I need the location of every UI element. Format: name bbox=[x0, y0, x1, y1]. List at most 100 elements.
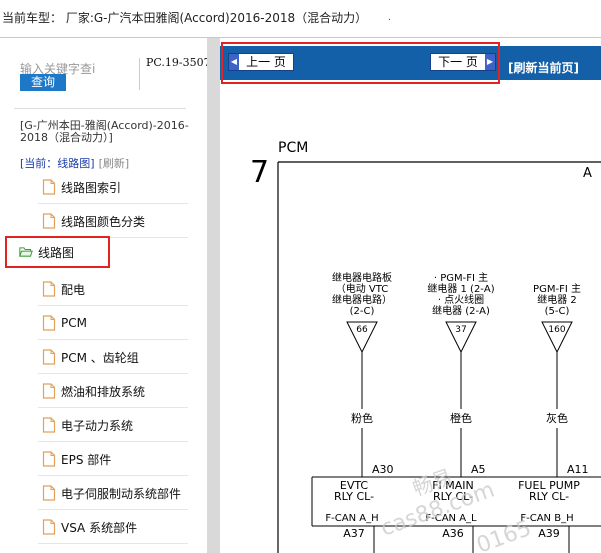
page-number: 7 bbox=[250, 155, 269, 190]
tree-item-label: PCM bbox=[61, 316, 87, 330]
sidebar-divider bbox=[14, 108, 186, 109]
relay-pin-number: 37 bbox=[455, 325, 466, 335]
current-section-label: [当前：线路图] bbox=[20, 157, 95, 170]
relay-connector-symbol bbox=[445, 321, 477, 354]
tree-item[interactable]: PCM 、齿轮组 bbox=[42, 340, 139, 374]
tree-item[interactable]: EPS 部件 bbox=[42, 442, 111, 476]
pcm-signal-label: RLY CL- bbox=[334, 490, 374, 503]
tree-item-divider bbox=[38, 305, 188, 306]
relay-label-line: 继电器 (2-A) bbox=[432, 304, 490, 317]
can-line-label: F-CAN A_L bbox=[425, 513, 477, 524]
next-page-button[interactable]: 下一 页 ▶ bbox=[430, 53, 496, 71]
tree-item[interactable]: VSA 系统部件 bbox=[42, 510, 137, 544]
document-icon bbox=[42, 281, 56, 297]
nav-highlight-box bbox=[221, 42, 500, 84]
pcm-signal-label: FI MAIN bbox=[432, 479, 474, 492]
relay-pin-number: 160 bbox=[548, 325, 565, 335]
tree-item[interactable]: 配电 bbox=[42, 272, 85, 306]
pcm-signal-label: RLY CL- bbox=[529, 490, 569, 503]
tree-item-divider bbox=[38, 373, 188, 374]
bottom-pin-label: A36 bbox=[442, 527, 464, 540]
tree-item-divider bbox=[38, 203, 188, 204]
pcm-pin-label: A30 bbox=[372, 463, 394, 476]
can-line-label: F-CAN A_H bbox=[325, 513, 378, 524]
document-icon bbox=[42, 179, 56, 195]
tree-item-label: 线路图颜色分类 bbox=[61, 214, 146, 229]
tree-item[interactable]: 线路图 bbox=[5, 236, 110, 268]
current-vehicle-label: 当前车型： 厂家:G-广汽本田雅阁(Accord)2016-2018（混合动力） bbox=[2, 11, 368, 25]
folder-open-icon bbox=[19, 247, 33, 257]
tree-item-divider bbox=[38, 339, 188, 340]
pcm-signal-label: EVTC bbox=[340, 479, 369, 492]
relay-label-line: （电动 VTC bbox=[336, 282, 389, 295]
tree-item-label: 燃油和排放系统 bbox=[61, 384, 146, 399]
tree-item-divider bbox=[38, 543, 188, 544]
document-icon bbox=[42, 349, 56, 365]
relay-label-line: (5-C) bbox=[545, 306, 570, 317]
wire-color-label: 灰色 bbox=[546, 411, 568, 425]
relay-pin-number: 66 bbox=[356, 325, 368, 335]
prev-page-label: 上一 页 bbox=[246, 55, 286, 69]
relay-label-line: 继电器电路板 bbox=[332, 271, 392, 284]
relay-label-line: · PGM-FI 主 bbox=[434, 272, 488, 284]
tree-item[interactable]: 线路图颜色分类 bbox=[42, 204, 145, 238]
relay-label-line: 继电器电路） bbox=[332, 293, 392, 306]
document-icon bbox=[42, 519, 56, 535]
refresh-link[interactable]: [刷新] bbox=[98, 157, 130, 170]
pcm-signal-label: RLY CL- bbox=[433, 490, 473, 503]
tree-item-label: 配电 bbox=[61, 282, 86, 297]
relay-connector-symbol bbox=[541, 321, 573, 354]
search-divider bbox=[139, 58, 140, 90]
relay-label-line: 继电器 1 (2-A) bbox=[427, 282, 494, 295]
tree-item-label: PCM 、齿轮组 bbox=[61, 350, 139, 365]
tree-item[interactable]: 电子伺服制动系统部件 bbox=[42, 476, 181, 510]
tree-item-label: 电子伺服制动系统部件 bbox=[61, 486, 182, 501]
document-icon bbox=[42, 213, 56, 229]
tree-item-label: 线路图 bbox=[38, 245, 75, 260]
pane-splitter[interactable] bbox=[207, 38, 220, 553]
relay-connector-symbol bbox=[346, 321, 378, 354]
tree-item[interactable]: 燃油和排放系统 bbox=[42, 374, 145, 408]
pcm-signal-label: FUEL PUMP bbox=[518, 479, 580, 492]
tree-item-label: 电子动力系统 bbox=[61, 418, 134, 433]
search-input[interactable] bbox=[20, 62, 128, 76]
top-bar: 当前车型： 厂家:G-广汽本田雅阁(Accord)2016-2018（混合动力）… bbox=[0, 0, 601, 38]
tree-item[interactable]: PCM bbox=[42, 306, 87, 340]
refresh-page-link[interactable]: [刷新当前页] bbox=[508, 61, 579, 75]
vehicle-info: [G-广州本田-雅阁(Accord)-2016-2018（混合动力）] bbox=[20, 119, 189, 144]
arrow-right-icon: ▶ bbox=[485, 54, 495, 70]
wire-color-label: 橙色 bbox=[450, 411, 472, 425]
document-icon bbox=[42, 451, 56, 467]
can-line-label: F-CAN B_H bbox=[520, 513, 573, 524]
sidebar: 查询 PC.19-3507 [G-广州本田-雅阁(Accord)-2016-20… bbox=[0, 38, 207, 553]
wire-color-label: 粉色 bbox=[351, 411, 373, 425]
tree-item[interactable]: 电子动力系统 bbox=[42, 408, 133, 442]
section-letter: A bbox=[583, 166, 592, 181]
tree-item-divider bbox=[38, 475, 188, 476]
relay-label-line: 继电器 2 bbox=[537, 293, 577, 306]
relay-label-line: · 点火线圈 bbox=[438, 293, 484, 306]
relay-label-line: (2-C) bbox=[350, 306, 375, 317]
next-page-label: 下一 页 bbox=[438, 55, 478, 69]
query-button[interactable]: 查询 bbox=[20, 74, 66, 91]
tree-item-label: 线路图索引 bbox=[61, 180, 122, 195]
bottom-pin-label: A37 bbox=[343, 527, 365, 540]
arrow-left-icon: ◀ bbox=[229, 54, 239, 70]
prev-page-button[interactable]: ◀ 上一 页 bbox=[228, 53, 294, 71]
component-name: PCM bbox=[278, 140, 308, 156]
tree-item-label: EPS 部件 bbox=[61, 452, 112, 467]
watermark-text: 0165 bbox=[474, 516, 535, 553]
current-location: [当前：线路图][刷新] bbox=[20, 155, 129, 171]
pcm-pin-label: A5 bbox=[471, 463, 486, 476]
page-nav-bar: ◀ 上一 页 下一 页 ▶ [刷新当前页] bbox=[220, 46, 601, 80]
bottom-pin-label: A39 bbox=[538, 527, 560, 540]
tree-item-divider bbox=[38, 407, 188, 408]
document-icon bbox=[42, 485, 56, 501]
relay-label-line: PGM-FI 主 bbox=[533, 283, 581, 295]
tree-item-divider bbox=[38, 509, 188, 510]
tree-item-divider bbox=[38, 237, 188, 238]
header-dot: . bbox=[388, 13, 391, 23]
tree-item[interactable]: 线路图索引 bbox=[42, 170, 121, 204]
